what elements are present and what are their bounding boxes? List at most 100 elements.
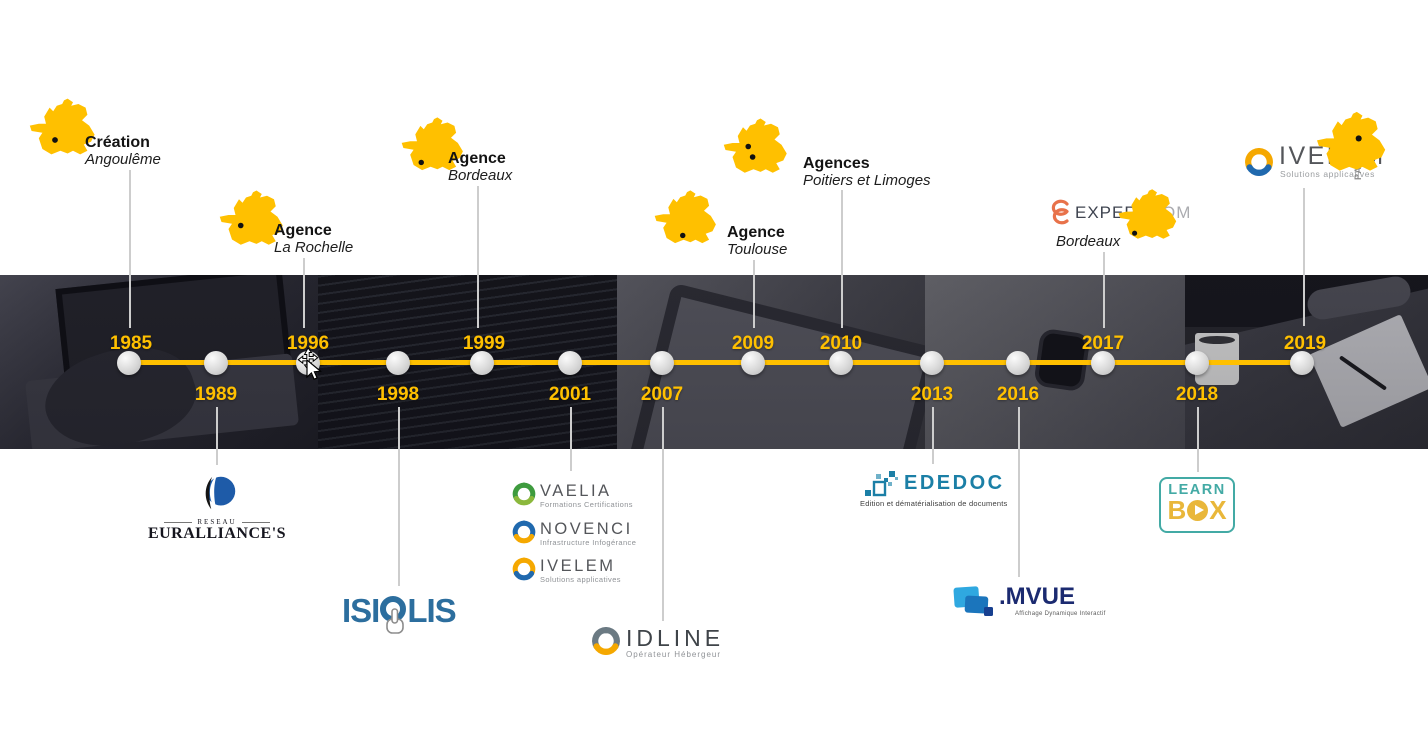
connector-2013: [932, 407, 934, 464]
year-label-1996: 1996: [286, 333, 330, 354]
timeline-dot-1998: [386, 351, 410, 375]
connector-1985: [129, 170, 131, 328]
isialis-name-part1: ISI: [342, 592, 380, 629]
milestone-expertcom-city: Bordeaux: [1056, 233, 1120, 250]
connector-2001: [570, 407, 572, 471]
wall-shape: [1185, 275, 1428, 327]
connector-2007: [662, 407, 664, 621]
milestone-title: Agence: [274, 222, 332, 239]
year-label-2017: 2017: [1081, 333, 1125, 354]
roller-shape: [1305, 275, 1413, 322]
timeline-dot-2018: [1185, 351, 1209, 375]
year-label-1998: 1998: [376, 384, 420, 405]
year-label-1989: 1989: [194, 384, 238, 405]
learnbox-b-letter: B: [1167, 495, 1187, 525]
ivelem-name: IVELEM: [540, 557, 616, 575]
ededoc-tagline: Edition et dématérialisation de document…: [860, 499, 1008, 508]
milestone-city: Angoulême: [85, 151, 161, 168]
connector-1998: [398, 407, 400, 586]
novenci-tagline: Infrastructure Infogérance: [540, 538, 637, 547]
milestone-city: Poitiers et Limoges: [803, 172, 931, 189]
ivelem-swirl-icon: [512, 557, 536, 581]
year-label-2016: 2016: [996, 384, 1040, 405]
timeline-dot-2010: [829, 351, 853, 375]
laptop-base-shape: [24, 353, 300, 449]
vaelia-swirl-icon: [512, 482, 536, 506]
timeline-dot-1999: [470, 351, 494, 375]
year-label-1985: 1985: [109, 333, 153, 354]
timeline-dot-2017: [1091, 351, 1115, 375]
france-map-paris: [1317, 111, 1386, 171]
ivelem-paris-tagline: Solutions applicatives: [1280, 169, 1375, 179]
pen-shape: [1338, 355, 1388, 391]
milestone-city: La Rochelle: [274, 239, 354, 256]
mvue-dot: .: [999, 583, 1006, 610]
mouse-move-cursor: [297, 347, 322, 380]
milestone-title: Agences: [803, 155, 870, 172]
timeline-dot-1985: [117, 351, 141, 375]
idline-name: IDLINE: [626, 625, 725, 651]
expertcom-e-icon: [1051, 199, 1069, 225]
isialis-hand-icon: [386, 608, 404, 634]
connector-2017: [1103, 252, 1105, 328]
isialis-logo: ISI LIS: [342, 592, 457, 634]
euralliances-network-label: RESEAU: [197, 518, 237, 526]
isialis-name-part2: LIS: [407, 592, 456, 629]
year-label-2013: 2013: [910, 384, 954, 405]
connector-1989: [216, 407, 218, 465]
mvue-tagline: Affichage Dynamique Interactif: [1015, 611, 1106, 617]
ivelem-logo: IVELEM Solutions applicatives: [511, 556, 641, 587]
novenci-name: NOVENCI: [540, 520, 633, 538]
milestone-title: Agence: [727, 224, 785, 241]
timeline-dot-1989: [204, 351, 228, 375]
year-label-2001: 2001: [548, 384, 592, 405]
milestone-city: Bordeaux: [1056, 233, 1121, 250]
mvue-screens-icon: [953, 586, 993, 616]
vaelia-logo: VAELIA Formations Certifications: [511, 481, 641, 512]
milestone-creation: Création Angoulême: [85, 134, 161, 168]
timeline-dot-2019: [1290, 351, 1314, 375]
year-label-2019: 2019: [1283, 333, 1327, 354]
euralliances-globe-icon: [205, 474, 236, 512]
euralliances-name: EURALLIANCE'S: [147, 525, 287, 542]
laptop-screen-shape: [55, 275, 292, 389]
france-map-bordeaux: [401, 117, 463, 171]
notepad-shape: [1309, 314, 1428, 428]
ededoc-name: EDEDOC: [904, 472, 1005, 494]
idline-tagline: Opérateur Hébergeur: [626, 650, 722, 659]
year-label-2018: 2018: [1175, 384, 1219, 405]
year-label-2007: 2007: [640, 384, 684, 405]
timeline-dot-2001: [558, 351, 582, 375]
france-map-toulouse: [654, 190, 716, 244]
milestone-bordeaux: Agence Bordeaux: [448, 150, 512, 184]
connector-2009: [753, 260, 755, 328]
connector-1999: [477, 186, 479, 328]
connector-2019: [1303, 188, 1305, 326]
ivelem-tagline: Solutions applicatives: [540, 575, 621, 584]
year-label-2010: 2010: [819, 333, 863, 354]
ededoc-pixels-icon: [865, 471, 898, 497]
divider-line: [241, 521, 270, 523]
milestone-city: Bordeaux: [448, 167, 513, 184]
divider-line: [164, 521, 193, 523]
mvue-name: MVUE: [1005, 583, 1076, 610]
milestone-title: Agence: [448, 150, 506, 167]
timeline-dot-2013: [920, 351, 944, 375]
timeline-line: [129, 360, 1302, 365]
timeline-dot-2016: [1006, 351, 1030, 375]
milestone-city: Toulouse: [727, 241, 788, 258]
connector-1996: [303, 258, 305, 328]
idline-swirl-icon: [592, 627, 620, 655]
milestone-la-rochelle: Agence La Rochelle: [274, 222, 353, 256]
vaelia-tagline: Formations Certifications: [540, 500, 633, 509]
ivelem-swirl-icon: [1245, 148, 1273, 176]
idline-logo: IDLINE Opérateur Hébergeur: [590, 625, 720, 662]
milestone-toulouse: Agence Toulouse: [727, 224, 787, 258]
learnbox-x-letter: X: [1209, 495, 1227, 525]
learnbox-play-icon: [1187, 499, 1209, 521]
novenci-swirl-icon: [512, 520, 536, 544]
france-map-la-rochelle: [219, 190, 283, 245]
connector-2010: [841, 190, 843, 328]
